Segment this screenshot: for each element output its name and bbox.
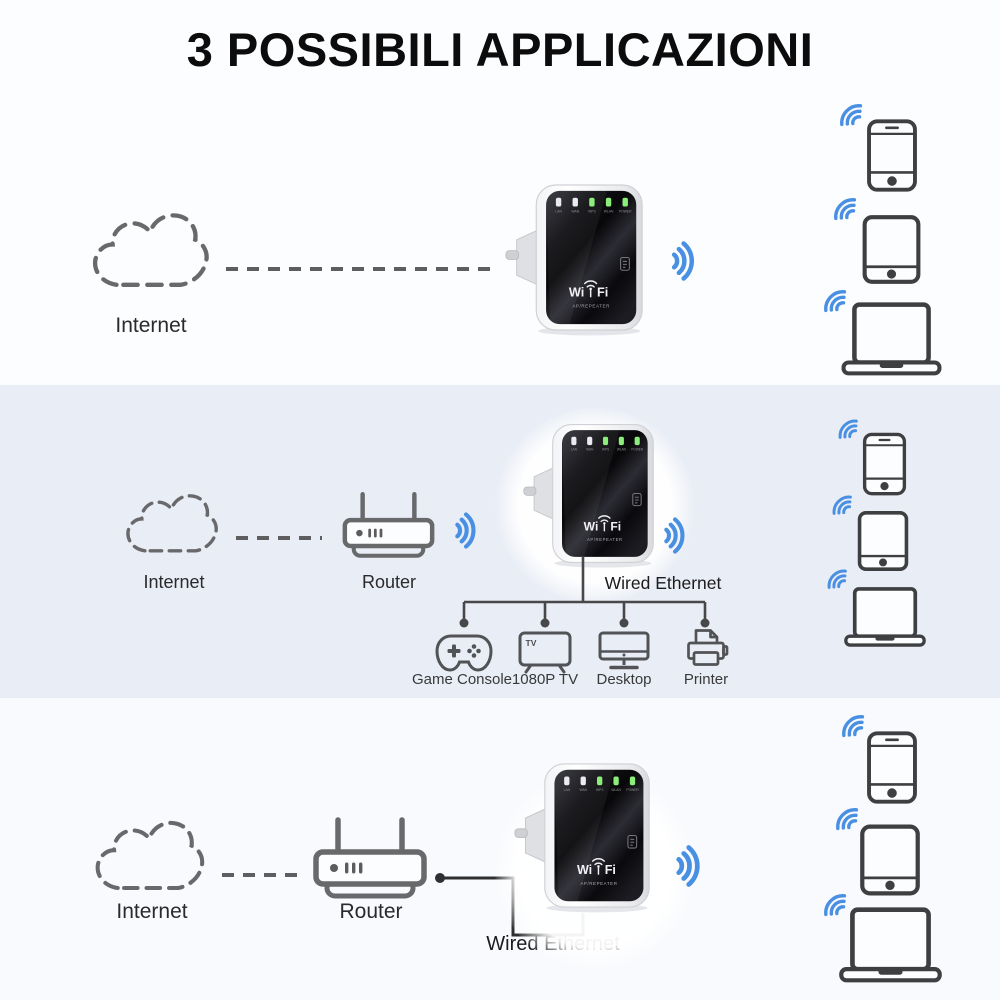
game-console-icon bbox=[434, 629, 494, 675]
game-console-label: Game Console bbox=[411, 671, 513, 688]
printer-icon bbox=[681, 626, 731, 676]
wifi-repeater-device bbox=[510, 758, 655, 913]
desktop-label: Desktop bbox=[596, 671, 652, 688]
page-title: 3 POSSIBILI APPLICAZIONI bbox=[186, 23, 814, 76]
wireless-link-dashed-line bbox=[226, 267, 498, 271]
tablet-icon bbox=[856, 510, 910, 572]
internet-cloud-icon bbox=[88, 208, 216, 304]
laptop-icon bbox=[840, 301, 943, 377]
internet-cloud-icon bbox=[122, 490, 224, 566]
router-label: Router bbox=[339, 900, 403, 923]
internet-label: Internet bbox=[143, 572, 205, 592]
tablet-icon bbox=[859, 823, 921, 897]
wifi-signal-icon bbox=[448, 508, 481, 553]
wireless-link-dashed-line bbox=[236, 536, 322, 540]
wifi-repeater-device bbox=[501, 179, 648, 336]
ethernet-tree-connector bbox=[459, 557, 710, 628]
tv-icon bbox=[516, 628, 574, 674]
wifi-repeater-device bbox=[519, 419, 659, 568]
tv-label: 1080P TV bbox=[511, 671, 579, 688]
router-icon bbox=[340, 487, 437, 563]
internet-label: Internet bbox=[115, 314, 187, 337]
internet-cloud-icon bbox=[90, 816, 212, 906]
band-scenario-2 bbox=[0, 385, 1000, 698]
wifi-signal-icon bbox=[668, 840, 706, 892]
tablet-icon bbox=[860, 214, 923, 285]
laptop-icon bbox=[838, 906, 943, 984]
wired-ethernet-label: Wired Ethernet bbox=[604, 573, 722, 593]
router-label: Router bbox=[361, 572, 417, 592]
internet-label: Internet bbox=[116, 900, 188, 923]
desktop-icon bbox=[595, 628, 653, 674]
laptop-icon bbox=[842, 586, 928, 648]
smartphone-icon bbox=[862, 431, 907, 497]
wifi-signal-icon bbox=[664, 237, 700, 285]
smartphone-icon bbox=[866, 729, 918, 806]
printer-label: Printer bbox=[683, 671, 729, 688]
smartphone-icon bbox=[866, 117, 918, 194]
router-icon bbox=[310, 812, 430, 904]
wireless-link-dashed-line bbox=[222, 873, 300, 877]
